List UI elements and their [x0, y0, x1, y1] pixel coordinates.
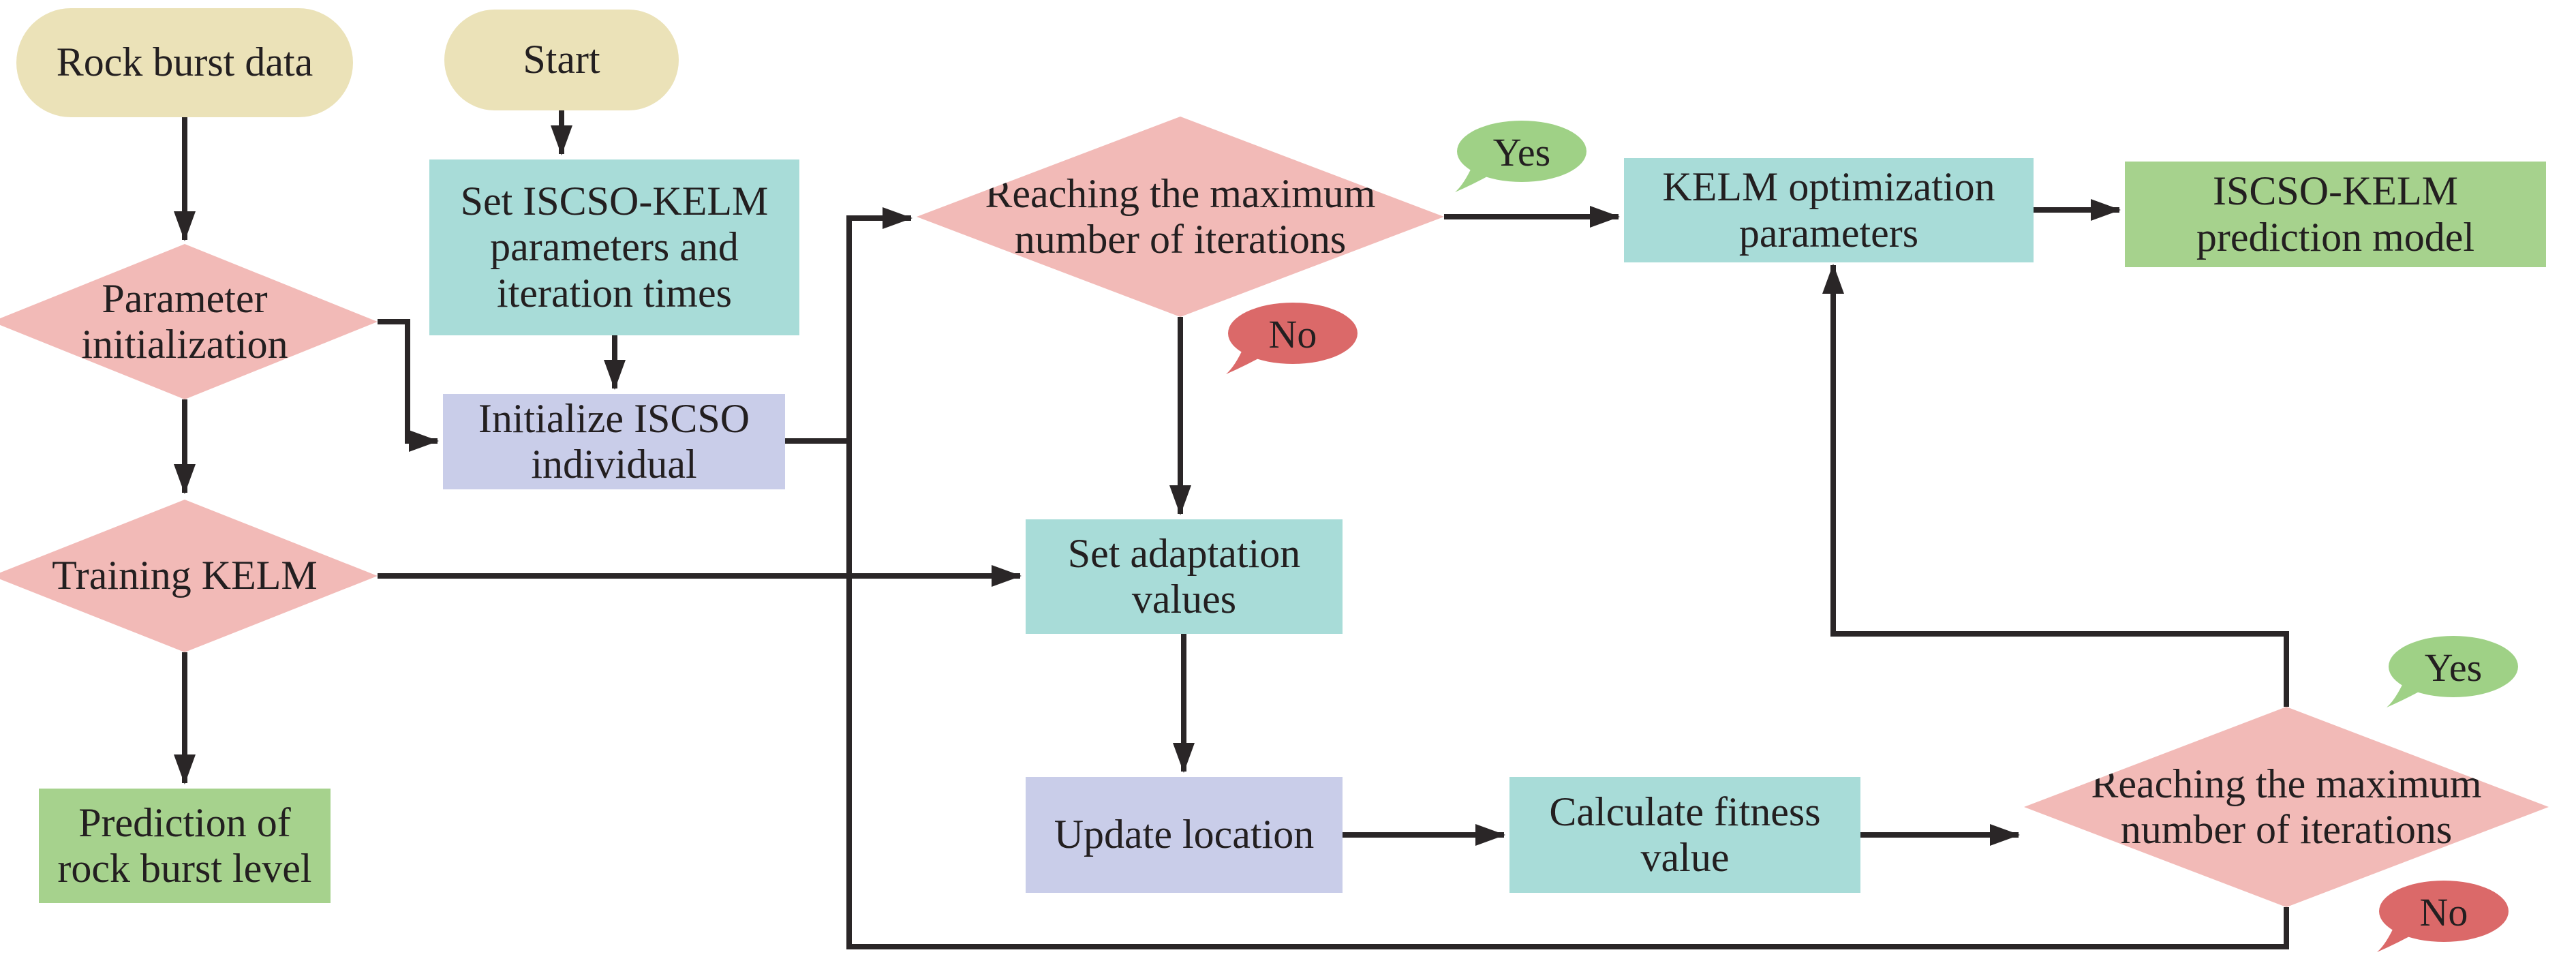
bubble-yes-2: Yes	[2385, 628, 2521, 713]
node-label-line: parameters	[1738, 210, 1919, 256]
node-label-line: value	[1640, 835, 1730, 880]
node-label-line: number of iterations	[1014, 217, 1347, 262]
node-label-line: rock burst level	[57, 846, 312, 891]
node-label-line: parameters and	[490, 224, 739, 270]
bubble-label: Yes	[1492, 129, 1551, 174]
speech-bubble-shape	[1455, 121, 1586, 192]
bubble-label: No	[2419, 889, 2468, 934]
node-start: Start	[444, 10, 679, 110]
bubble-no-1: No	[1225, 295, 1361, 380]
node-set-iscso-kelm-parameters: Set ISCSO-KELM parameters and iteration …	[429, 159, 799, 335]
node-label-line: Reaching the maximum	[985, 170, 1376, 216]
node-prediction-of-rock-burst-level: Prediction of rock burst level	[39, 789, 331, 903]
speech-bubble-shape	[2387, 636, 2518, 707]
node-label-line: Set adaptation	[1067, 530, 1301, 576]
node-label-line: initialization	[81, 322, 288, 367]
node-label-line: Reaching the maximum	[2091, 761, 2482, 806]
node-kelm-optimization-parameters: KELM optimization parameters	[1624, 158, 2034, 262]
node-set-adaptation-values: Set adaptation values	[1026, 519, 1343, 634]
node-label-line: prediction model	[2196, 214, 2475, 260]
node-label: Rock burst data	[56, 40, 313, 85]
node-label: Update location	[1054, 812, 1315, 857]
node-label-line: Calculate fitness	[1549, 789, 1821, 834]
speech-bubble-shape	[2377, 881, 2509, 952]
bubble-label: No	[1268, 311, 1317, 356]
node-label-line: individual	[531, 442, 697, 487]
node-label-line: values	[1131, 577, 1237, 622]
node-label-line: Set ISCSO-KELM	[460, 179, 769, 224]
node-label-line: Parameter	[102, 275, 268, 321]
node-update-location: Update location	[1026, 777, 1343, 893]
bubble-label: Yes	[2424, 645, 2483, 690]
edge-no2-loop-to-reach1	[846, 207, 2289, 949]
node-label: Training KELM	[52, 553, 318, 598]
node-label-line: KELM optimization	[1662, 164, 1995, 210]
node-initialize-iscso-individual: Initialize ISCSO individual	[443, 394, 785, 489]
bubble-yes-1: Yes	[1454, 113, 1590, 198]
node-label-line: iteration times	[497, 270, 732, 316]
edge-parameter-to-initialize	[378, 319, 439, 452]
node-label-line: ISCSO-KELM	[2212, 168, 2459, 214]
node-label-line: Prediction of	[78, 799, 291, 845]
bubble-no-2: No	[2376, 873, 2512, 958]
edge-reach2-yes-to-kelmopt	[1822, 264, 2289, 707]
node-rock-burst-data: Rock burst data	[16, 8, 353, 117]
node-label: Start	[523, 37, 600, 82]
node-iscso-kelm-prediction-model: ISCSO-KELM prediction model	[2125, 162, 2546, 267]
node-label-line: number of iterations	[2120, 807, 2453, 852]
node-calculate-fitness-value: Calculate fitness value	[1509, 777, 1860, 893]
node-label-line: Initialize ISCSO	[478, 395, 750, 441]
speech-bubble-shape	[1226, 303, 1358, 374]
